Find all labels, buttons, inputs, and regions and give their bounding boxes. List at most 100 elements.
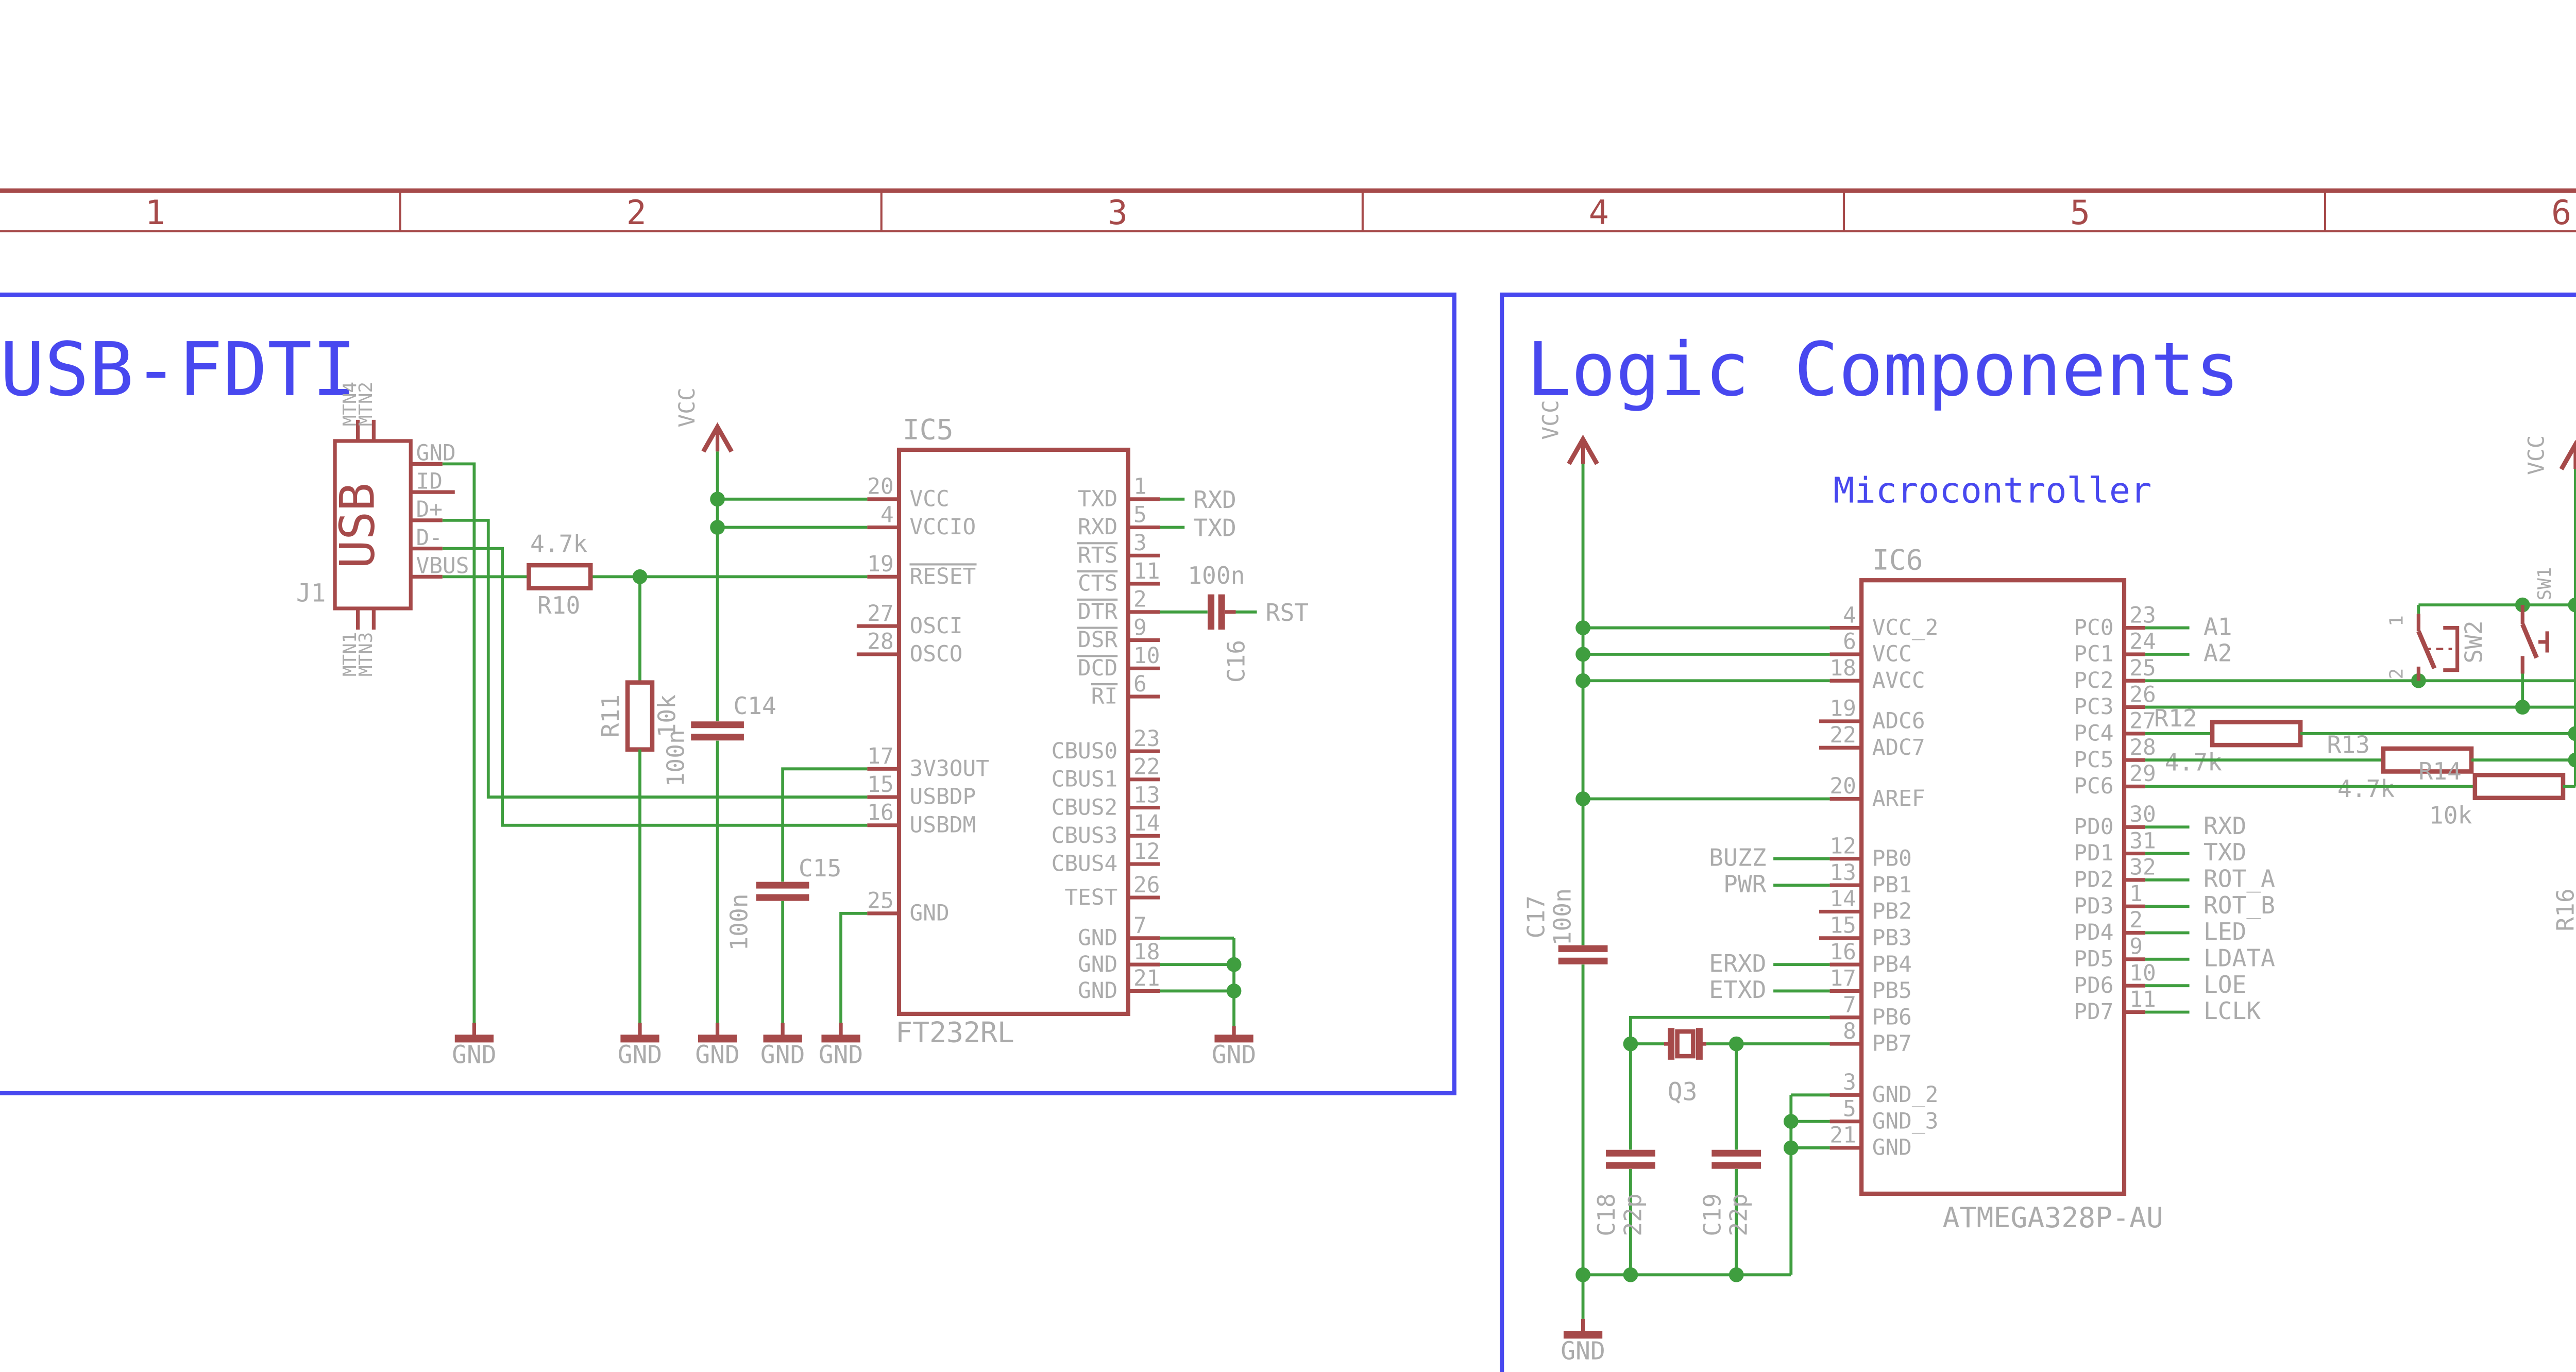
ic5-pin-1: 1 TXD (1078, 474, 1160, 512)
resistor-r12[interactable]: R12 4.7k (2145, 704, 2576, 776)
resistor-r11[interactable]: R11 10k GND (597, 577, 681, 1070)
ic5-pin-13: 13 CBUS2 (1052, 782, 1160, 820)
ic6-pin-18: 18 AVCC (1829, 655, 1925, 693)
net-led[interactable]: LED (2145, 918, 2246, 945)
net-rot-a[interactable]: ROT_A (2145, 865, 2275, 893)
ic5-pin-23: 23 CBUS0 (1052, 726, 1160, 764)
pin-name: GND (1078, 978, 1117, 1004)
net-erxd[interactable]: ERXD (1709, 950, 1830, 977)
pin-name: AVCC (1872, 668, 1925, 693)
pin-number: 9 (2129, 934, 2143, 960)
capacitor-c15[interactable]: C15 100n GND (725, 767, 868, 1070)
sw1-refdes: SW1 (2534, 567, 2555, 601)
pin-name: PD4 (2074, 920, 2113, 945)
pin-name: USBDM (910, 812, 976, 838)
net-usb-dminus[interactable] (442, 547, 868, 827)
j1-pin-vbus: VBUS (416, 553, 469, 579)
sheet-ruler: 1 2 3 4 5 6 (0, 188, 2576, 232)
c19-value: 22p (1725, 1193, 1753, 1236)
resistor-r10[interactable]: 4.7k R10 (527, 530, 593, 619)
txd-net-label: TXD (1193, 514, 1236, 542)
pin-name: GND_3 (1872, 1108, 1939, 1134)
net-ic5-gnd-right[interactable]: GND (1160, 936, 1256, 1070)
capacitor-c17[interactable]: C17 100n (1522, 888, 1608, 1275)
ic6[interactable]: IC6 ATMEGA328P-AU 4 VCC_2 6 VCC 18 AVCC … (1819, 544, 2163, 1234)
net-usb-gnd[interactable]: GND (442, 462, 497, 1070)
net-a2[interactable]: A2 (2145, 639, 2232, 667)
j1-mtn1-label: MTN1 (340, 632, 361, 676)
j1-mtn2-label: MTN2 (355, 382, 377, 426)
capacitor-c19[interactable]: C19 22p (1698, 1044, 1761, 1275)
rxd-net-label: RXD (2204, 812, 2246, 840)
resistor-r16[interactable]: R16 10k GND (2551, 878, 2576, 1263)
net-usb-dplus[interactable] (442, 518, 868, 799)
ic6-pin-27: 27 PC4 (2074, 708, 2156, 747)
usb-connector-j1[interactable]: MTN4 MTN2 MTN1 MTN3 USB J1 GND ID D+ D- … (296, 382, 469, 676)
net-a1[interactable]: A1 (2145, 613, 2232, 640)
net-rxd-logic[interactable]: RXD (2145, 812, 2246, 840)
c15-refdes: C15 (799, 854, 841, 882)
switch-sw1[interactable]: SW1 (2520, 567, 2555, 707)
pin-name: GND (910, 901, 950, 926)
capacitor-c16[interactable]: 100n C16 RST (1160, 562, 1309, 683)
ic6-pin-22: 22 ADC7 (1819, 722, 1925, 760)
ic6-pin-26: 26 PC3 (2074, 682, 2156, 720)
pin-number: 22 (1829, 722, 1856, 748)
ic6-pin-20: 20 AREF (1829, 773, 1925, 811)
ic5[interactable]: IC5 FT232RL 20 VCC 4 VCCIO 19 RESET (856, 413, 1160, 1049)
net-vbus-reset[interactable] (442, 569, 868, 584)
pin-name: PD6 (2074, 973, 2113, 998)
vcc-symbol[interactable]: VCC (2523, 435, 2576, 475)
net-lclk[interactable]: LCLK (2145, 997, 2261, 1025)
net-txd-logic[interactable]: TXD (2145, 838, 2246, 866)
net-buzz[interactable]: BUZZ (1709, 843, 1830, 871)
pin-number: 14 (1133, 810, 1160, 836)
pin-name: PB3 (1872, 925, 1912, 951)
net-ldata[interactable]: LDATA (2145, 944, 2275, 972)
net-ic5-gnd25[interactable]: GND (819, 911, 868, 1070)
c14-value: 100n (662, 730, 690, 787)
net-ic6-gnd[interactable]: GND (1561, 1093, 1830, 1366)
gnd-label: GND (819, 1041, 863, 1070)
net-etxd[interactable]: ETXD (1709, 976, 1830, 1004)
net-rxd[interactable]: RXD (1160, 486, 1236, 514)
pin-number: 5 (1133, 502, 1147, 528)
net-vcc-rail-right[interactable] (2418, 469, 2576, 787)
capacitor-c18[interactable]: C18 22p (1592, 1044, 1655, 1275)
erxd-net-label: ERXD (1709, 950, 1766, 977)
a2-net-label: A2 (2204, 639, 2232, 667)
net-vcc-rail-logic[interactable] (1575, 464, 1830, 945)
ic6-pin-7: 7 PB6 (1829, 992, 1912, 1030)
net-rot-b[interactable]: ROT_B (2145, 891, 2275, 919)
switch-sw2[interactable]: 1 2 SW2 (2386, 605, 2488, 681)
r10-refdes: R10 (537, 591, 580, 619)
pin-name: 3V3OUT (910, 756, 989, 782)
pin-name: ADC6 (1872, 708, 1925, 734)
net-pwr[interactable]: PWR (1723, 870, 1830, 898)
resistor-r14[interactable]: R14 10k (2145, 757, 2575, 829)
ic5-pin-14: 14 CBUS3 (1052, 810, 1160, 849)
c14-refdes: C14 (733, 692, 776, 720)
net-loe[interactable]: LOE (2145, 971, 2246, 998)
c16-refdes: C16 (1223, 640, 1250, 683)
r16-refdes: R16 (2551, 888, 2576, 931)
pin-number: 12 (1829, 834, 1856, 859)
net-vcc-rail-left[interactable] (710, 451, 868, 721)
pin-number: 20 (867, 474, 893, 500)
pin-name: PD5 (2074, 946, 2113, 972)
c18-value: 22p (1619, 1193, 1647, 1236)
pin-number: 29 (2129, 761, 2156, 787)
capacitor-c14[interactable]: C14 100n GND (662, 692, 776, 1069)
r13-refdes: R13 (2327, 731, 2369, 759)
pin-name: PB2 (1872, 899, 1912, 924)
vcc-symbol[interactable]: VCC (1538, 400, 1599, 465)
pin-number: 16 (867, 800, 893, 826)
j1-pin-dminus: D- (416, 525, 442, 551)
c15-value: 100n (725, 893, 753, 951)
crystal-q3[interactable]: Q3 (1623, 1015, 1830, 1107)
ic6-pin-16: 16 PB4 (1829, 939, 1911, 977)
ic6-pin-8: 8 PB7 (1829, 1019, 1912, 1057)
net-txd[interactable]: TXD (1160, 514, 1236, 542)
vcc-symbol[interactable]: VCC (674, 387, 734, 453)
